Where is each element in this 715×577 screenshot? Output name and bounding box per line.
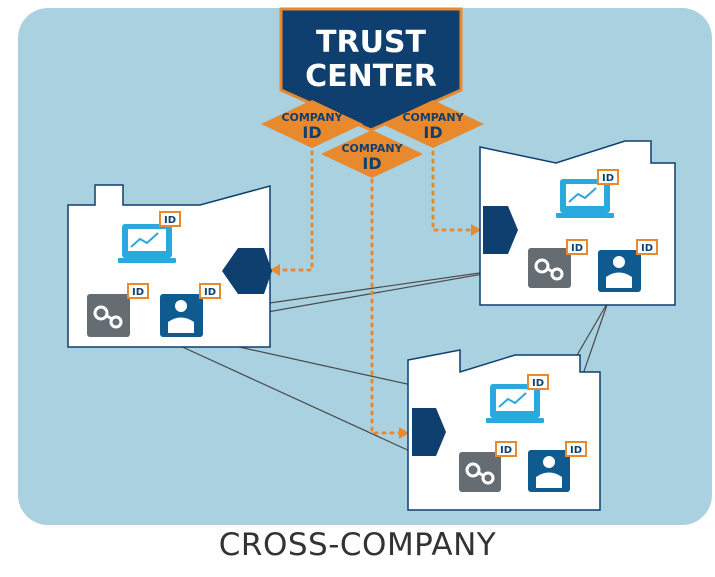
person-device: ID [598,239,658,292]
computer-device: ID [556,169,619,218]
hexagon-gateway-icon [412,408,446,456]
company-id-badge-left: COMPANY ID [261,100,363,148]
person-device: ID [160,283,221,337]
hexagon-gateway-icon [483,206,518,254]
machine-device: ID [87,283,149,337]
arrowhead-icon [471,224,481,236]
computer-device: ID [118,211,181,263]
gear-network-icon [528,248,571,288]
person-device: ID [528,441,587,492]
trust-center: TRUST CENTER [279,7,463,132]
computer-device: ID [486,374,549,423]
diagram-caption: CROSS-COMPANY [218,527,497,563]
arrowhead-icon [399,427,409,439]
id-tag [159,211,181,227]
company-id-badge-right: COMPANY ID [382,100,484,148]
id-tag-label: ID [204,287,216,298]
badge-diamond-icon [261,100,363,148]
factory-bottom: ID ID ID [407,349,601,511]
id-tag [527,374,549,390]
badge-line1: COMPANY [341,142,403,155]
badge-line2: ID [362,154,381,173]
id-tag-label: ID [570,445,582,456]
badge-diamond-icon [382,100,484,148]
connector-left [280,134,314,272]
badge-line2: ID [302,123,321,142]
machine-device: ID [528,239,588,288]
id-tag-label: ID [602,173,614,184]
badge-line1: COMPANY [281,111,343,124]
id-tag [199,283,221,299]
company-id-badge-center: COMPANY ID [321,130,423,178]
badge-diamond-icon [321,130,423,178]
hexagon-gateway-icon [222,248,272,294]
id-tag-label: ID [571,243,583,254]
connector-bottom [370,170,402,435]
link-line [129,322,461,475]
id-tag [565,441,587,457]
id-tag-label: ID [132,287,144,298]
trust-center-line2: CENTER [305,59,437,94]
company-id-connectors [280,134,474,435]
id-tag [566,239,588,255]
machine-device: ID [459,441,517,492]
id-tag [127,283,149,299]
arrowhead-icon [270,264,280,276]
id-tag-label: ID [532,378,544,389]
badge-line2: ID [423,123,442,142]
id-tag-label: ID [164,215,176,226]
connector-right [431,134,474,232]
factory-left: ID ID ID [67,184,272,348]
connector-arrowheads [270,224,481,439]
trust-center-line1: TRUST [316,25,427,60]
id-tag-label: ID [500,445,512,456]
factory-right: ID ID ID [479,140,676,306]
id-tag-label: ID [641,243,653,254]
id-tag [597,169,619,185]
id-tag [636,239,658,255]
id-tag [495,441,517,457]
badge-line1: COMPANY [402,111,464,124]
